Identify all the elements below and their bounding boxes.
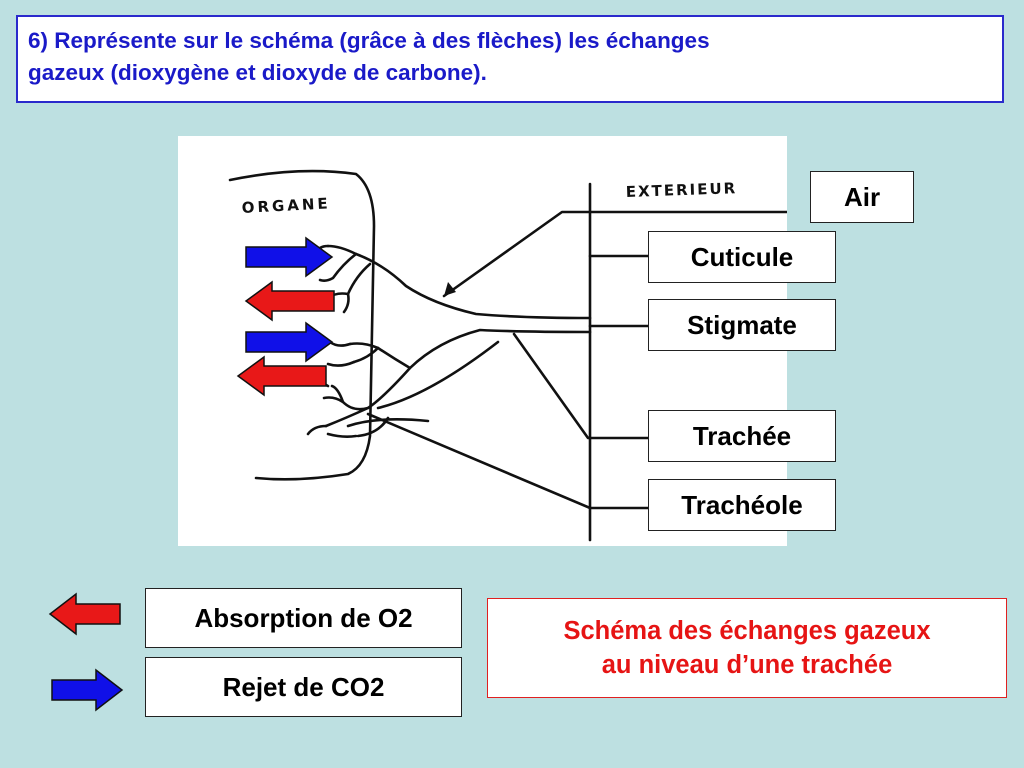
label-tracheole: Trachéole <box>648 479 836 531</box>
trachea-tube-bottom <box>324 328 592 428</box>
label-trachea: Trachée <box>648 410 836 462</box>
caption-line-1: Schéma des échanges gazeux <box>563 617 931 645</box>
blue-arrow-right-1 <box>245 236 334 278</box>
leader-trachea <box>512 332 652 440</box>
organ-label: ORGANE <box>241 194 331 217</box>
tracheole-middle <box>348 342 412 370</box>
trachea-tube-top <box>326 244 592 320</box>
leader-air <box>442 210 787 298</box>
tracheole-upper <box>318 252 358 282</box>
arrowhead-air <box>444 282 456 296</box>
leader-tracheole <box>366 412 652 510</box>
label-stigma: Stigmate <box>648 299 836 351</box>
label-cuticle: Cuticule <box>648 231 836 283</box>
question-box: 6) Représente sur le schéma (grâce à des… <box>16 15 1004 103</box>
caption-box: Schéma des échanges gazeux au niveau d’u… <box>487 598 1007 698</box>
caption-line-2: au niveau d’une trachée <box>601 651 893 679</box>
question-line-2: gazeux (dioxygène et dioxyde de carbone)… <box>28 60 487 85</box>
legend-blue-arrow-icon <box>51 668 124 712</box>
tracheole-lower <box>322 396 370 411</box>
legend-co2-release: Rejet de CO2 <box>145 657 462 717</box>
question-line-1: 6) Représente sur le schéma (grâce à des… <box>28 28 710 53</box>
legend-red-arrow-icon <box>48 592 121 636</box>
exterior-label: EXTERIEUR <box>626 179 738 201</box>
organ-outline <box>228 169 376 481</box>
red-arrow-left-1 <box>244 280 335 322</box>
red-arrow-left-2 <box>236 355 327 397</box>
legend-o2-absorption: Absorption de O2 <box>145 588 462 648</box>
blue-arrow-right-2 <box>245 321 334 363</box>
label-air: Air <box>810 171 914 223</box>
